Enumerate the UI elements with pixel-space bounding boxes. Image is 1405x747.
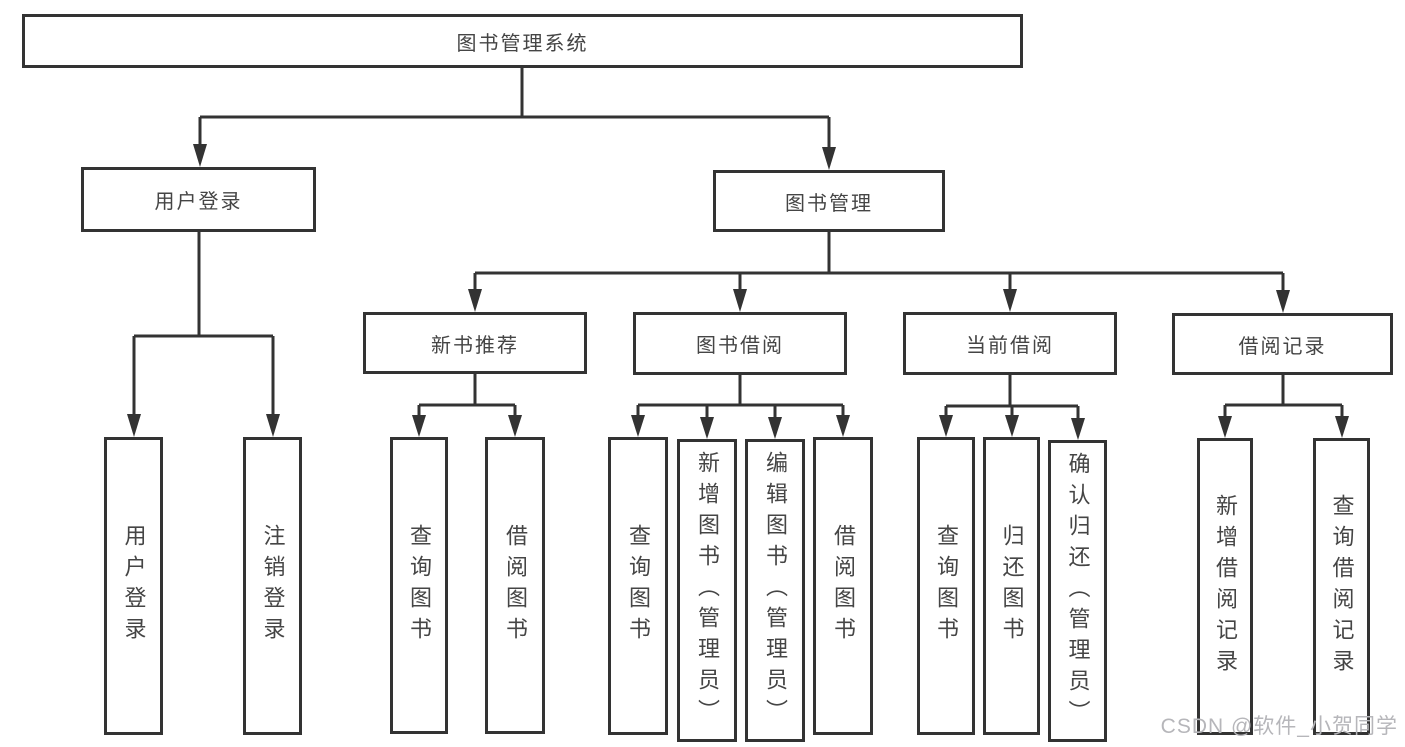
- leaf-user-login: 用户登录: [104, 437, 163, 735]
- csdn-watermark: CSDN @软件_小贺同学: [1160, 715, 1398, 738]
- node-book-management: 图书管理: [713, 170, 945, 232]
- arrowhead: [468, 289, 482, 312]
- connector-arrowheads: [127, 144, 1349, 440]
- node-borrowing-records: 借阅记录: [1172, 313, 1393, 375]
- node-new-book-recommend: 新书推荐: [363, 312, 587, 374]
- leaf-user-login-label: 用户登录: [121, 524, 147, 648]
- arrowhead: [508, 415, 522, 437]
- leaf-bb-add-books-admin-label: 新增图书（管理员）: [695, 451, 720, 730]
- arrowhead: [1218, 416, 1232, 438]
- leaf-cb-return-books-label: 归还图书: [999, 524, 1025, 648]
- arrowhead: [1276, 290, 1290, 313]
- leaf-cb-return-books: 归还图书: [983, 437, 1040, 735]
- arrowhead: [836, 415, 850, 437]
- arrowhead: [768, 417, 782, 439]
- arrowhead: [822, 147, 836, 170]
- leaf-rec-query-books-label: 查询图书: [407, 523, 432, 648]
- leaf-bb-borrow-books-label: 借阅图书: [831, 524, 856, 648]
- arrowhead: [1005, 415, 1019, 437]
- arrowhead: [1003, 289, 1017, 312]
- node-book-borrowing: 图书借阅: [633, 312, 847, 375]
- leaf-br-query-record-label: 查询借阅记录: [1329, 493, 1355, 680]
- leaf-bb-query-books-label: 查询图书: [626, 524, 651, 648]
- leaf-logout: 注销登录: [243, 437, 302, 735]
- node-current-borrowing: 当前借阅: [903, 312, 1117, 375]
- arrowhead: [939, 415, 953, 437]
- leaf-rec-borrow-books: 借阅图书: [485, 437, 545, 734]
- leaf-br-query-record: 查询借阅记录: [1313, 438, 1370, 735]
- arrowhead: [700, 417, 714, 439]
- arrowhead: [733, 289, 747, 312]
- node-root: 图书管理系统: [22, 14, 1023, 68]
- leaf-bb-edit-books-admin: 编辑图书（管理员）: [745, 439, 805, 742]
- leaf-cb-confirm-return-admin-label: 确认归还（管理员）: [1065, 451, 1091, 731]
- node-root-label: 图书管理系统: [456, 32, 589, 55]
- leaf-cb-query-books: 查询图书: [917, 437, 975, 735]
- leaf-logout-label: 注销登录: [260, 524, 286, 648]
- leaf-cb-query-books-label: 查询图书: [934, 524, 959, 648]
- node-borrowing-records-label: 借阅记录: [1238, 335, 1327, 358]
- leaf-br-add-record-label: 新增借阅记录: [1213, 493, 1238, 680]
- arrowhead: [1335, 416, 1349, 438]
- arrowhead: [631, 415, 645, 437]
- leaf-bb-query-books: 查询图书: [608, 437, 668, 735]
- node-book-borrowing-label: 图书借阅: [696, 335, 784, 357]
- node-new-book-recommend-label: 新书推荐: [431, 334, 519, 357]
- leaf-cb-confirm-return-admin: 确认归还（管理员）: [1048, 440, 1107, 742]
- leaf-bb-add-books-admin: 新增图书（管理员）: [677, 439, 737, 742]
- node-user-login: 用户登录: [81, 167, 316, 232]
- leaf-br-add-record: 新增借阅记录: [1197, 438, 1253, 735]
- arrowhead: [193, 144, 207, 167]
- leaf-rec-borrow-books-label: 借阅图书: [503, 523, 528, 648]
- node-book-management-label: 图书管理: [785, 192, 873, 215]
- node-current-borrowing-label: 当前借阅: [966, 335, 1054, 357]
- arrowhead: [266, 414, 280, 437]
- arrowhead: [1071, 418, 1085, 440]
- arrowhead: [127, 414, 141, 437]
- leaf-bb-borrow-books: 借阅图书: [813, 437, 873, 735]
- arrowhead: [412, 415, 426, 437]
- node-user-login-label: 用户登录: [154, 191, 243, 213]
- leaf-rec-query-books: 查询图书: [390, 437, 448, 734]
- leaf-bb-edit-books-admin-label: 编辑图书（管理员）: [763, 451, 788, 730]
